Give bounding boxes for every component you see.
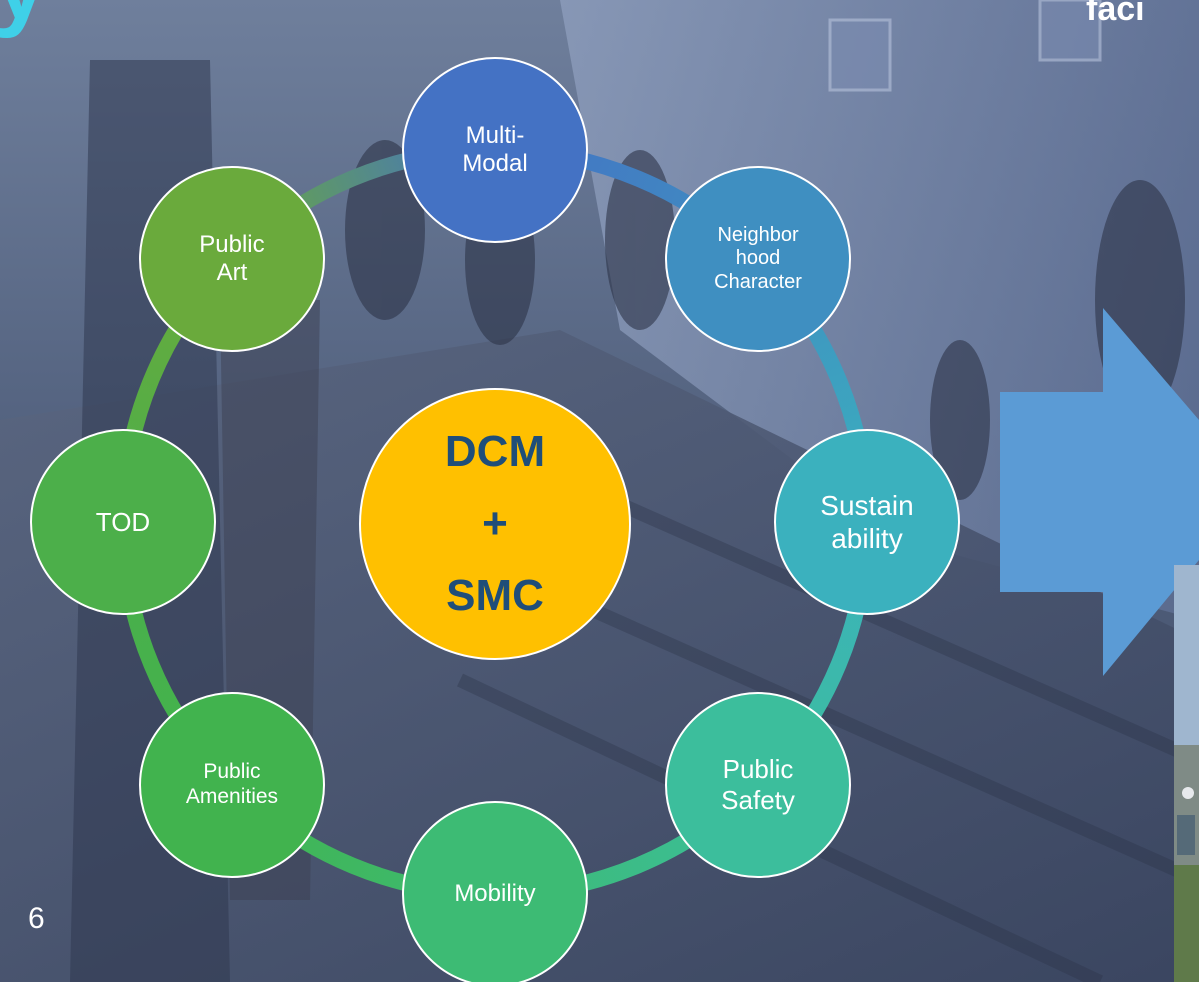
node-sustain-ability[interactable]: Sustain ability — [774, 429, 960, 615]
node-label: Public Amenities — [185, 760, 279, 809]
node-label: Multi- Modal — [462, 121, 528, 177]
center-line-2: + — [482, 499, 508, 548]
node-mobility[interactable]: Mobility — [402, 801, 588, 982]
center-line-3: SMC — [446, 571, 544, 620]
node-tod[interactable]: TOD — [30, 429, 216, 615]
photo-inset — [1174, 565, 1199, 982]
node-label: Public Safety — [721, 754, 795, 816]
node-neighbor-hood-character[interactable]: Neighbor hood Character — [665, 165, 852, 352]
node-label: Public Art — [199, 230, 265, 286]
node-label: TOD — [95, 506, 151, 537]
node-multi-modal[interactable]: Multi- Modal — [402, 57, 588, 243]
node-public-safety[interactable]: Public Safety — [665, 692, 852, 879]
node-label: Mobility — [454, 879, 536, 907]
slide-title-fragment: y — [0, 0, 47, 34]
node-public-amenities[interactable]: Public Amenities — [138, 692, 325, 879]
node-label: Neighbor hood Character — [714, 223, 802, 293]
page-number: 6 — [28, 902, 45, 935]
heading-fragment: faci — [1086, 0, 1145, 28]
right-arrow — [1000, 308, 1199, 676]
node-public-art[interactable]: Public Art — [138, 165, 325, 352]
node-label: Sustain ability — [820, 489, 914, 554]
center-node: DCM + SMC — [359, 388, 631, 660]
center-line-1: DCM — [444, 427, 546, 476]
